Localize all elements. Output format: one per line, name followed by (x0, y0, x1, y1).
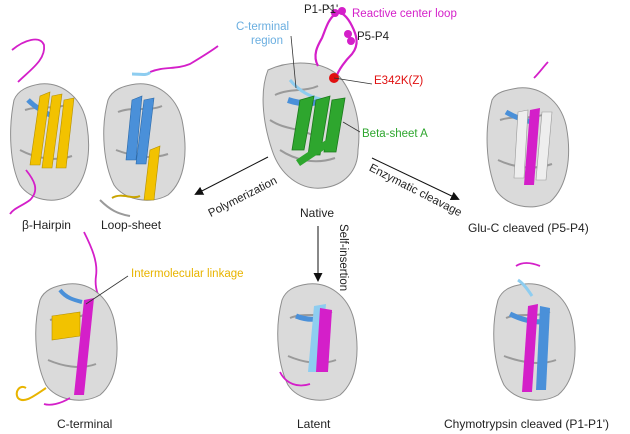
label-glu-c-cleaved: Glu-C cleaved (P5-P4) (468, 221, 589, 235)
annotation-e342k: E342K(Z) (374, 75, 424, 87)
loop-sheet-structure (99, 45, 219, 217)
native-structure (262, 5, 373, 189)
label-chymotrypsin-cleaved: Chymotrypsin cleaved (P1-P1') (444, 417, 610, 431)
annotation-c-terminal-region-line2: region (251, 35, 283, 47)
annotation-intermolecular-linkage: Intermolecular linkage (131, 268, 244, 280)
reactive-center-loop (314, 11, 358, 79)
self-insertion-label: Self-insertion (337, 224, 349, 292)
annotation-p1-p1: P1-P1' (304, 4, 339, 16)
beta-sheet-a (291, 95, 346, 156)
label-latent: Latent (297, 417, 331, 431)
label-beta-hairpin: β-Hairpin (22, 218, 71, 232)
enzymatic-cleavage-arrow (371, 157, 460, 201)
latent-structure (277, 283, 358, 401)
label-native: Native (300, 206, 335, 220)
p5-p4-marker (344, 30, 352, 38)
annotation-beta-sheet-a: Beta-sheet A (362, 128, 428, 140)
label-loop-sheet: Loop-sheet (101, 218, 162, 232)
glu-c-cleaved-structure (486, 61, 570, 208)
beta-hairpin-structure (9, 38, 90, 215)
annotation-c-terminal-region-line1: C-terminal (236, 21, 290, 33)
polymerization-arrow (194, 156, 269, 195)
annotation-reactive-center-loop: Reactive center loop (352, 8, 457, 20)
chymotrypsin-cleaved-structure (493, 262, 576, 401)
label-c-terminal: C-terminal (57, 417, 113, 431)
c-terminal-polymer-structure (15, 231, 129, 406)
annotation-p5-p4: P5-P4 (357, 31, 389, 43)
